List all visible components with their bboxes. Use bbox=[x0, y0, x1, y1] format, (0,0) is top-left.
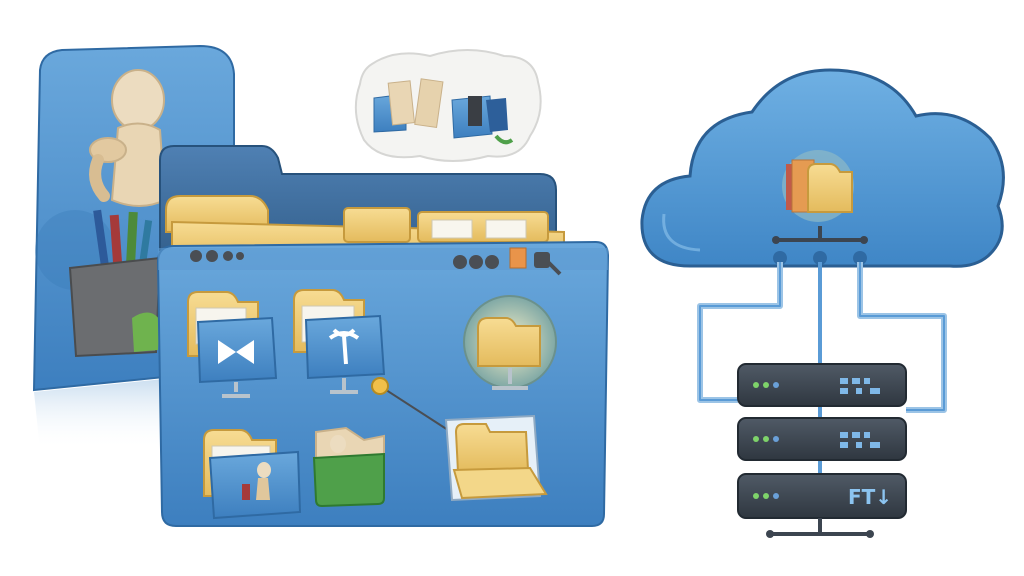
folder-icon bbox=[187, 291, 278, 398]
green-box-icon bbox=[312, 426, 385, 508]
network-folder-icon bbox=[463, 295, 557, 390]
window-dots-left bbox=[190, 250, 244, 262]
connector-line bbox=[371, 377, 449, 431]
cloud-icon bbox=[640, 68, 1005, 268]
folder-icon bbox=[293, 289, 386, 394]
open-folder-icon bbox=[444, 414, 548, 502]
cloud-connector-bar bbox=[772, 226, 868, 244]
file-manager-illustration-icon bbox=[32, 44, 610, 527]
server-unit-2 bbox=[737, 417, 907, 461]
cloud-folder-icon bbox=[786, 159, 853, 213]
server-unit-1 bbox=[737, 363, 907, 407]
thumbnail-card-icon bbox=[354, 49, 542, 162]
pencil-cup bbox=[68, 209, 162, 358]
server-unit-label: FT↓ bbox=[848, 485, 892, 509]
toolbar-icons-right bbox=[453, 247, 562, 276]
server-rack-icon: FT↓ bbox=[737, 363, 907, 538]
server-unit-3: FT↓ bbox=[737, 473, 907, 519]
folder-icon bbox=[203, 429, 302, 520]
server-stand bbox=[766, 518, 874, 538]
